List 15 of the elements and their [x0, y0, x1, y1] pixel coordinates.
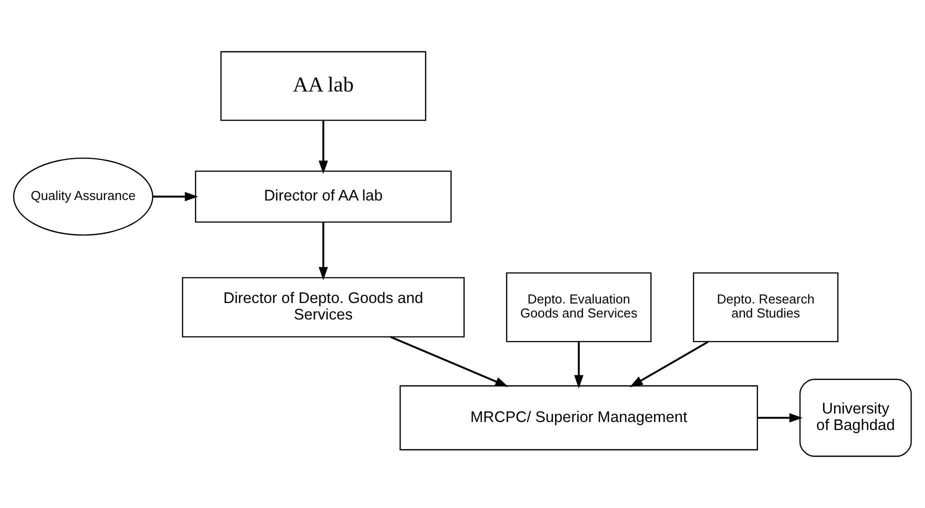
node-box: University of Baghdad — [799, 378, 912, 457]
node-box: Director of AA lab — [194, 170, 452, 223]
arrow — [318, 222, 328, 280]
arrow — [152, 192, 198, 202]
node-box: Depto. Research and Studies — [692, 272, 838, 342]
node-box: Director of Depto. Goods and Services — [182, 277, 465, 338]
arrow — [574, 342, 584, 388]
node-box: MRCPC/ Superior Management — [400, 385, 758, 450]
node-box: Depto. Evaluation Goods and Services — [506, 272, 652, 342]
arrow — [630, 340, 709, 388]
arrow — [758, 413, 803, 422]
arrow — [390, 336, 508, 387]
arrow — [318, 120, 328, 174]
node-ellipse: Quality Assurance — [13, 158, 154, 236]
node-box: AA lab — [220, 51, 426, 121]
